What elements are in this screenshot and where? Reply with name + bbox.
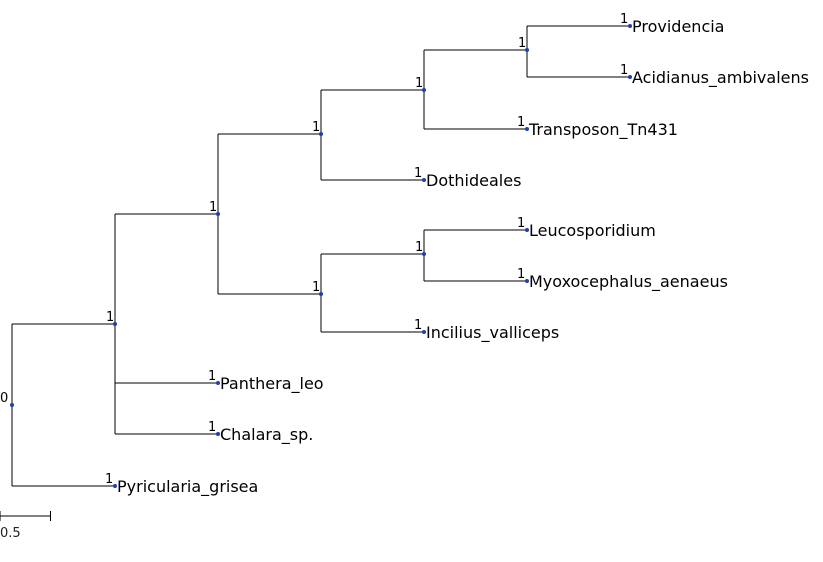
leaf-support-value: 1 — [208, 369, 216, 384]
leaf-node-dot — [628, 24, 632, 28]
leaf-panthera: 1 Panthera_leo — [208, 369, 324, 394]
clade-5-support-value: 1 — [518, 36, 526, 51]
leaf-support-value: 1 — [414, 318, 422, 333]
clade-7-node — [422, 252, 426, 256]
leaf-label: Providencia — [632, 17, 724, 36]
clade-4-support-value: 1 — [415, 76, 423, 91]
leaf-label: Dothideales — [426, 171, 521, 190]
leaf-node-dot — [525, 228, 529, 232]
leaf-node-dot — [525, 279, 529, 283]
leaf-dothideales: 1 Dothideales — [414, 166, 521, 190]
clade-6-node — [319, 292, 323, 296]
leaf-support-value: 1 — [620, 63, 628, 78]
root-node — [10, 403, 14, 407]
leaf-node-dot — [422, 178, 426, 182]
clade-2-support-value: 1 — [209, 200, 217, 215]
leaf-node-dot — [216, 381, 220, 385]
leaf-label: Myoxocephalus_aenaeus — [529, 272, 728, 292]
leaf-support-value: 1 — [105, 472, 113, 487]
leaf-transposon: 1 Transposon_Tn431 — [517, 115, 678, 140]
leaf-node-dot — [422, 330, 426, 334]
leaf-node-dot — [216, 432, 220, 436]
leaf-support-value: 1 — [517, 115, 525, 130]
leaf-node-dot — [113, 484, 117, 488]
clade-1-support-value: 1 — [106, 310, 114, 325]
clade-7-support-value: 1 — [415, 240, 423, 255]
leaf-support-value: 1 — [620, 12, 628, 27]
scale-bar: 0.5 — [0, 511, 51, 541]
root-support-value: 0 — [0, 391, 8, 406]
leaf-label: Transposon_Tn431 — [528, 120, 678, 140]
leaf-support-value: 1 — [414, 166, 422, 181]
leaf-pyricularia: 1 Pyricularia_grisea — [105, 472, 258, 497]
leaf-label: Panthera_leo — [220, 374, 324, 394]
leaf-label: Chalara_sp. — [220, 425, 313, 445]
leaf-myoxocephalus: 1 Myoxocephalus_aenaeus — [517, 267, 728, 292]
clade-3-support-value: 1 — [312, 120, 320, 135]
leaf-label: Acidianus_ambivalens — [632, 68, 809, 88]
leaf-label: Leucosporidium — [529, 221, 656, 240]
leaf-acidianus: 1 Acidianus_ambivalens — [620, 63, 809, 88]
leaf-providencia: 1 Providencia — [620, 12, 724, 36]
leaf-leucosporidium: 1 Leucosporidium — [517, 216, 656, 240]
leaf-support-value: 1 — [517, 216, 525, 231]
clade-5-node — [525, 48, 529, 52]
leaf-incilius: 1 Incilius_valliceps — [414, 318, 559, 343]
leaf-node-dot — [525, 127, 529, 131]
clade-6-support-value: 1 — [312, 280, 320, 295]
clade-2-node — [216, 212, 220, 216]
leaf-label: Incilius_valliceps — [426, 323, 559, 343]
scale-bar-label: 0.5 — [0, 526, 21, 541]
clade-4-node — [422, 88, 426, 92]
leaf-label: Pyricularia_grisea — [117, 477, 258, 497]
clade-3-node — [319, 132, 323, 136]
clade-1-node — [113, 322, 117, 326]
leaf-node-dot — [628, 75, 632, 79]
leaf-chalara: 1 Chalara_sp. — [208, 420, 313, 445]
leaf-support-value: 1 — [208, 420, 216, 435]
leaf-support-value: 1 — [517, 267, 525, 282]
